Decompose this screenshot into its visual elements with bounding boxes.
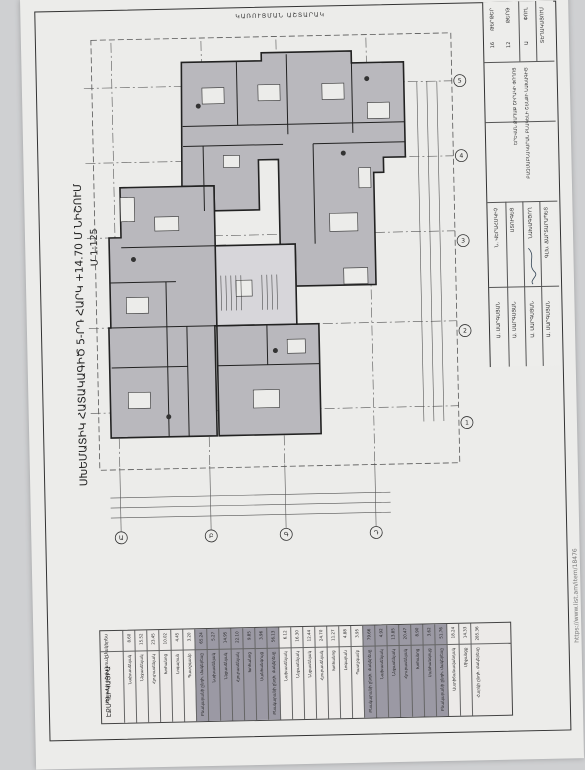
grid-label-4: 4 <box>459 153 463 160</box>
grid-label-b: Բ <box>209 533 214 540</box>
room-name: Սանհանգույց <box>426 648 433 678</box>
stamp-header-2: ՓՈՒԼ <box>523 7 530 21</box>
role-3: ՍՏՈՒԳԵՑ <box>509 207 516 233</box>
room-name: Միջանցք <box>462 647 469 668</box>
room-name: Ննջասենյակ <box>294 651 301 678</box>
room-name: Լոգարան <box>174 653 181 674</box>
room-name: Պատշգամբ <box>186 653 193 679</box>
room-name: Հյուրասենյակ <box>234 652 241 683</box>
room-area: 18.24 <box>450 626 456 639</box>
table-row: Հարկի ընդհ. մակերեսը 285.36 <box>470 623 486 716</box>
signature <box>528 247 537 285</box>
room-area: 14.95 <box>222 631 228 644</box>
room-name: Նախասենյակ <box>378 649 385 680</box>
room-area: 4.45 <box>174 632 180 642</box>
name-1: Ա. ՍԱՐԳՍՅԱՆ <box>545 300 553 338</box>
room-name: Ննջասենյակ <box>138 654 145 682</box>
room-area: 16.30 <box>294 630 300 642</box>
room-area: 13.85 <box>390 628 396 640</box>
stamp-header-3: ԹԵՐԹ <box>505 7 512 24</box>
room-name: Հյուրասենյակ <box>150 654 157 685</box>
room-area: 8.60 <box>126 633 132 643</box>
room-area: 3.95 <box>354 628 360 638</box>
room-name: Հյուրասենյակ <box>318 650 325 681</box>
room-name: Խոհանոց <box>162 653 169 675</box>
room-area: 285.36 <box>474 626 480 641</box>
room-name: Խոհանոց <box>246 652 253 673</box>
grid-label-2: 2 <box>463 328 467 335</box>
room-name: Հյուրասենյակ <box>402 648 409 679</box>
room-name: Ննջասենյակ <box>222 652 229 680</box>
room-area: 9.85 <box>246 631 252 641</box>
room-area: 15.52 <box>138 633 144 645</box>
role-2: ՆԱԽԱԳԾՈՂ <box>527 207 535 239</box>
grid-label-5: 5 <box>458 78 462 85</box>
role-1: ԳԼԽ. ՃԱՐՏԱՐԱՊԵՏ <box>543 206 551 259</box>
room-area: 3.96 <box>258 630 264 640</box>
room-area: 14.33 <box>462 626 468 639</box>
room-area: 51.76 <box>438 627 444 639</box>
room-area: 24.70 <box>318 629 324 642</box>
room-name: Բնակարանի ընդհ. մակերեսը <box>198 653 206 717</box>
room-area: 6.12 <box>282 630 288 640</box>
room-area: 65.24 <box>198 632 204 644</box>
stamp-value-1: Ա <box>523 41 531 46</box>
room-name: Ննջասենյակ <box>306 650 313 678</box>
title-block: ՏԵՂԱԿԱՅՈՒՄ ՓՈՒԼ ԹԵՐԹ ԹԵՐԹԵՐ Ա 12 16 ԲԱԶՄ… <box>482 0 561 368</box>
stamp-header-4: ԹԵՐԹԵՐ <box>489 7 496 31</box>
drawing-sheet: ԿԱՌՈՒՑՄԱՆ ԱՇՏԱՐԱԿ ՍԽԵՄԱՏԻԿ ՀԱՏԱԿԱԳԻԾ 5-Ր… <box>19 0 585 770</box>
room-area: 4.92 <box>378 628 384 638</box>
room-area: 3.20 <box>186 632 192 642</box>
room-name: Պատշգամբ <box>354 649 361 675</box>
room-area: 10.02 <box>162 632 168 645</box>
room-name: Աստիճանավանդակ <box>450 647 457 691</box>
project-description: ԵՐԵՎԱՆ ՔԱՂԱՔ ՇԻՐԱԿԻ ՓՈՂՈՑ <box>512 67 520 146</box>
room-name: Խոհանոց <box>330 650 337 671</box>
grid-label-d: Դ <box>374 529 379 536</box>
room-area: 79.66 <box>366 628 372 641</box>
area-table-title: ԷՔՍՊԼԻԿԱՑԻԱ <box>103 666 114 718</box>
room-name: Ննջասենյակ <box>390 649 397 676</box>
room-area: 3.62 <box>426 627 432 637</box>
stamp-header-1: ՏԵՂԱԿԱՅՈՒՄ <box>539 6 547 44</box>
room-name: Հարկի ընդհ. մակերեսը <box>474 647 481 698</box>
grid-label-3: 3 <box>461 238 465 245</box>
grid-label-a: Ա <box>119 535 124 542</box>
room-area: 5.27 <box>210 631 216 641</box>
name-2: Ա. ՍԱՐԳՍՅԱՆ <box>529 301 537 338</box>
grid-label-1: 1 <box>465 420 469 427</box>
room-name: Նախասենյակ <box>126 654 133 685</box>
floor-plan: Ա Բ Գ Դ 5 4 3 2 1 <box>83 32 474 545</box>
room-name: Նախասենյակ <box>210 652 217 683</box>
role-4: Ն. ՎԵՐԱՀՍԿԻՉ <box>493 207 501 248</box>
room-area: 22.10 <box>234 631 240 643</box>
room-area: 12.44 <box>306 629 312 642</box>
room-name: Խոհանոց <box>414 648 421 669</box>
room-name: Լոգարան <box>342 650 349 671</box>
name-3: Ա. ՍԱՐԳՍՅԱՆ <box>511 301 519 339</box>
room-area: 56.13 <box>270 630 276 643</box>
room-area: 20.47 <box>402 627 408 640</box>
name-4: Ա. ՍԱՐԳՍՅԱՆ <box>495 301 503 339</box>
room-area: 8.90 <box>414 627 420 637</box>
room-name: Բնակարանի ընդհ. մակերեսը <box>438 648 445 712</box>
room-area: 11.27 <box>330 629 336 641</box>
room-name: Բնակարանի ընդհ. մակերեսը <box>366 649 374 713</box>
room-area: 4.88 <box>342 629 348 639</box>
header-area: Մակերես <box>104 634 110 657</box>
stamp-value-3: 16 <box>489 41 497 49</box>
project-title: ԲԱԶՄԱԲՆԱԿԱՐԱՆ ԲՆԱԿԵԼԻ ՇԵՆՔԻ ՆԱԽԱԳԻԾ <box>524 67 532 179</box>
stamp-value-2: 12 <box>505 41 513 49</box>
room-name: Սանհանգույց <box>258 651 265 681</box>
room-name: Նախասենյակ <box>282 651 289 682</box>
room-name: Բնակարանի ընդհ. մակերեսը <box>270 651 278 715</box>
grid-label-c: Գ <box>284 531 289 538</box>
room-area: 23.45 <box>150 633 156 645</box>
